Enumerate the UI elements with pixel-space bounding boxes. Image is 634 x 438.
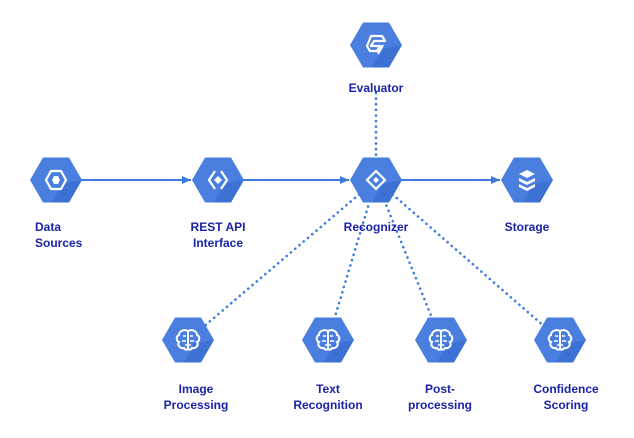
storage-stack-icon <box>519 170 535 191</box>
node-evaluator <box>350 22 402 68</box>
edges-layer <box>80 91 545 328</box>
node-storage <box>501 157 553 203</box>
edge-recognizer-to-post-processing <box>382 199 435 321</box>
brain-icon <box>315 329 341 351</box>
node-image-processing-shade <box>184 340 214 363</box>
evaluator-icon <box>365 34 387 55</box>
node-rest-api-interface-shade <box>214 180 244 203</box>
node-storage-shade <box>523 180 553 203</box>
api-diamond-icon <box>207 170 229 190</box>
node-recognizer <box>350 157 402 203</box>
node-data-sources <box>30 157 82 203</box>
node-label-evaluator: Evaluator <box>348 81 404 95</box>
node-image-processing <box>162 317 214 363</box>
node-label-rest-api-interface: REST API Interface <box>190 220 246 250</box>
node-storage-hexagon <box>501 157 553 203</box>
edge-recognizer-to-confidence-scoring <box>391 193 545 327</box>
node-label-post-processing: Post- processing <box>407 382 473 412</box>
brain-icon <box>428 329 454 351</box>
node-text-recognition <box>302 317 354 363</box>
node-data-sources-shade <box>52 180 82 203</box>
node-label-confidence-scoring: Confidence Scoring <box>533 382 599 412</box>
node-rest-api-interface <box>192 157 244 203</box>
node-label-storage: Storage <box>504 220 550 234</box>
edge-recognizer-to-image-processing <box>203 193 361 328</box>
brain-icon <box>175 329 201 351</box>
brain-icon <box>547 329 573 351</box>
node-label-data-sources: Data Sources <box>35 220 83 250</box>
recognizer-diamond-icon <box>365 169 387 191</box>
node-label-image-processing: Image Processing <box>163 382 229 412</box>
edge-recognizer-to-text-recognition <box>332 199 372 321</box>
node-post-processing-shade <box>437 340 467 363</box>
node-label-text-recognition: Text Recognition <box>293 382 363 412</box>
data-sources-icon <box>44 169 68 191</box>
node-confidence-scoring <box>534 317 586 363</box>
node-text-recognition-shade <box>324 340 354 363</box>
node-label-recognizer: Recognizer <box>343 220 409 234</box>
node-confidence-scoring-shade <box>556 340 586 363</box>
node-recognizer-shade <box>372 180 402 203</box>
nodes-layer <box>30 22 586 363</box>
node-post-processing <box>415 317 467 363</box>
node-evaluator-shade <box>372 45 402 68</box>
